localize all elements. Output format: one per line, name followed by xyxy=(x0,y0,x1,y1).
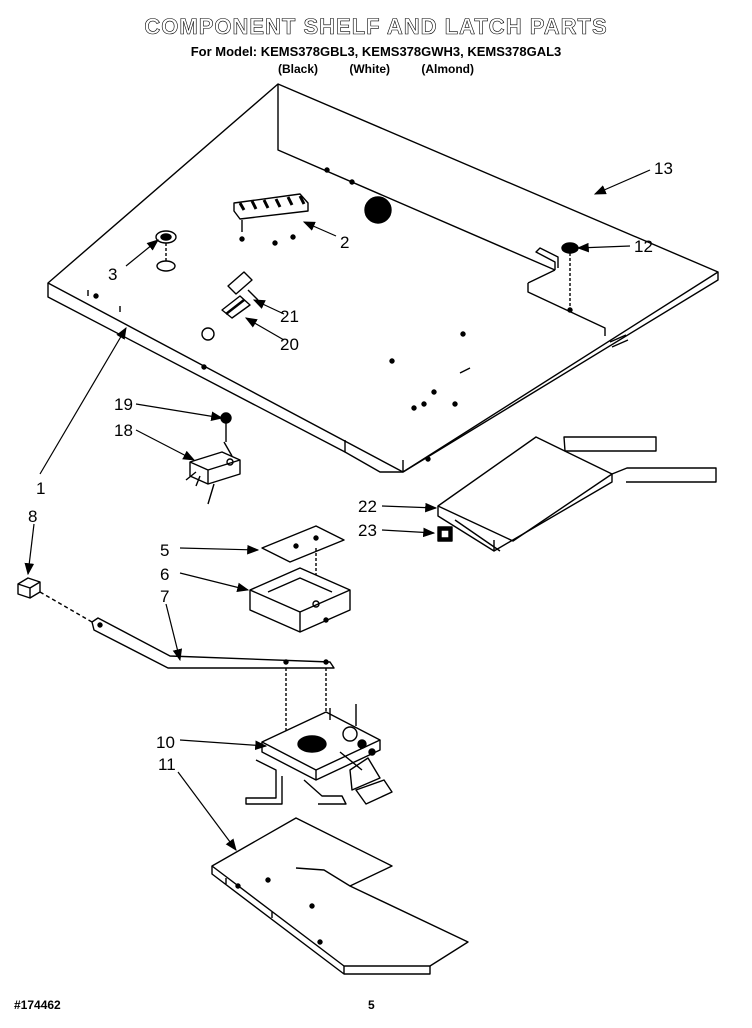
switch-part-18 xyxy=(185,441,241,505)
clip-part-23 xyxy=(437,526,453,542)
callout-23: 23 xyxy=(358,521,377,540)
callout-11: 11 xyxy=(158,755,176,774)
knob-part-8 xyxy=(17,577,93,623)
terminal-block-part-2 xyxy=(233,193,309,232)
callout-1: 1 xyxy=(36,479,45,498)
latch-arm-part-7 xyxy=(91,617,335,738)
part-number: #174462 xyxy=(14,998,61,1012)
color-almond: (Almond) xyxy=(421,62,475,76)
callout-5: 5 xyxy=(160,541,169,560)
page-title: COMPONENT SHELF AND LATCH PARTS xyxy=(144,14,608,40)
callout-13: 13 xyxy=(654,159,673,178)
callout-8: 8 xyxy=(28,507,37,526)
tray-part-22 xyxy=(437,436,717,552)
color-black: (Black) xyxy=(278,62,319,76)
component-shelf-part-13 xyxy=(47,83,719,473)
color-white: (White) xyxy=(349,62,391,76)
leader-lines xyxy=(24,169,651,851)
latch-assembly-part-10 xyxy=(245,704,393,805)
model-line: For Model: KEMS378GBL3, KEMS378GWH3, KEM… xyxy=(190,44,562,59)
grommet-part-3 xyxy=(155,230,177,272)
color-variants: (Black) (White) (Almond) xyxy=(278,62,502,76)
page-number: 5 xyxy=(368,998,375,1012)
callout-2: 2 xyxy=(340,233,349,252)
callout-21: 21 xyxy=(280,307,299,326)
callout-6: 6 xyxy=(160,565,169,584)
bracket-box-part-6 xyxy=(249,567,351,633)
callout-12: 12 xyxy=(634,237,653,256)
base-plate-part-11 xyxy=(211,817,469,975)
callout-19: 19 xyxy=(114,395,133,414)
fuse-part-21 xyxy=(227,271,259,301)
shield-plate-part-5 xyxy=(261,525,345,600)
callout-22: 22 xyxy=(358,497,377,516)
callout-3: 3 xyxy=(108,265,117,284)
callout-10: 10 xyxy=(156,733,175,752)
screw-part-19 xyxy=(220,412,232,442)
callout-18: 18 xyxy=(114,421,133,440)
fuse-holder-part-20 xyxy=(221,295,251,319)
callout-20: 20 xyxy=(280,335,299,354)
callout-numbers: 1 2 3 5 6 7 8 10 11 12 13 18 19 20 21 22… xyxy=(28,159,673,774)
callout-7: 7 xyxy=(160,587,169,606)
